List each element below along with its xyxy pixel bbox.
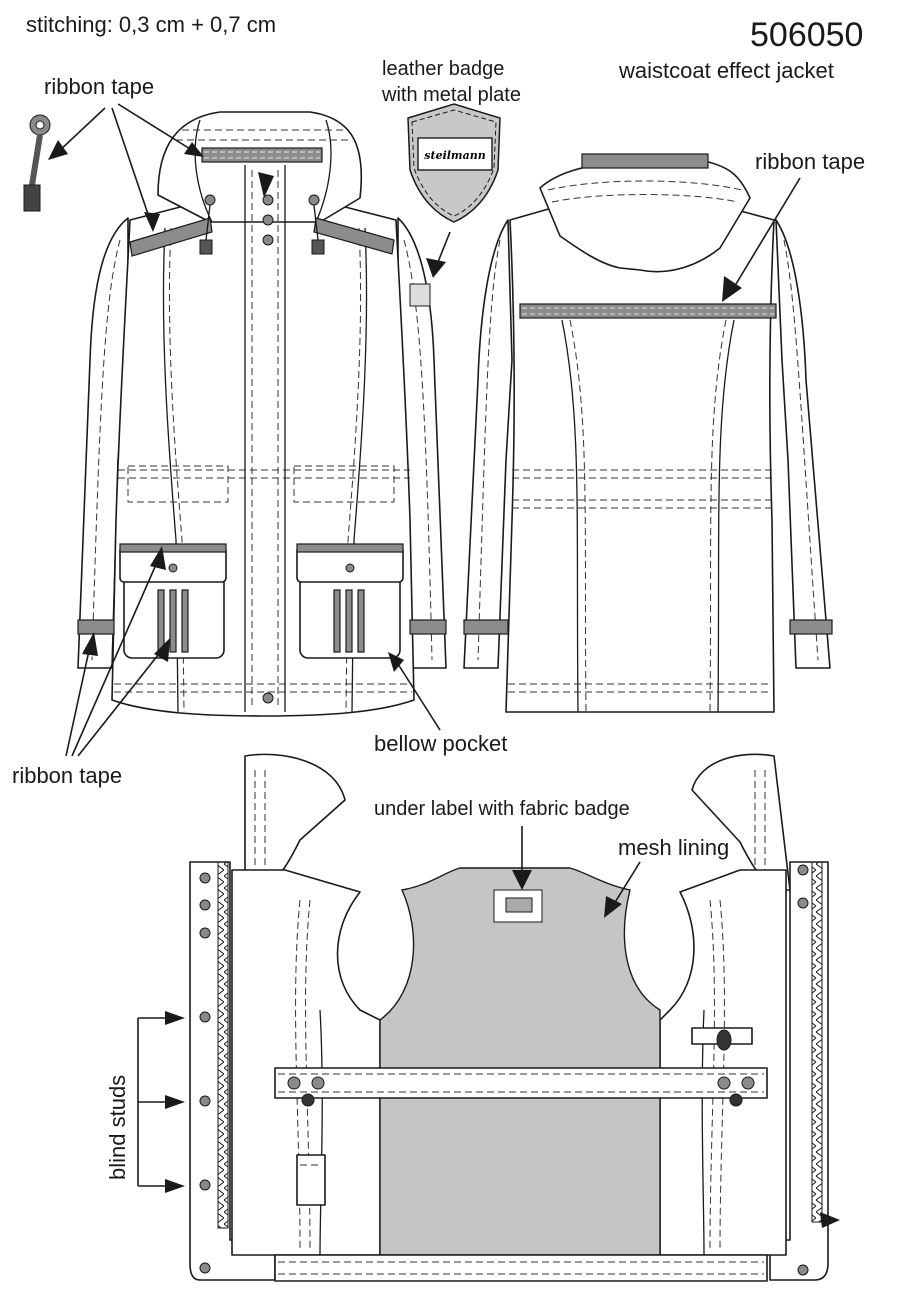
blind-stud-1: [199, 872, 211, 884]
drawcord-eyelet-left: [204, 194, 216, 206]
front-stud-2: [262, 214, 274, 226]
zip-left: [217, 861, 229, 1229]
label-ribbon-tape-bottom: ribbon tape: [12, 763, 123, 788]
front-hood-ribbon-tape: [201, 147, 323, 163]
inside-right-panel: [659, 869, 787, 1256]
fabric-badge: [505, 897, 533, 913]
back-right-sleeve: [775, 219, 831, 669]
bellow-pocket-right: [296, 543, 404, 659]
right-stud-2: [797, 897, 809, 909]
label-ribbon-tape-back: ribbon tape: [755, 149, 866, 174]
back-body: [505, 199, 775, 713]
zip-right: [811, 861, 823, 1223]
bellow-pocket-left: [119, 543, 227, 659]
back-hood-ribbon-tape: [581, 153, 709, 169]
blind-stud-4: [199, 1011, 211, 1023]
label-mesh-lining: mesh lining: [618, 835, 730, 860]
label-bellow-pocket: bellow pocket: [374, 731, 508, 756]
front-right-shoulder-tape: [313, 217, 395, 255]
model-number: 506050: [750, 16, 864, 54]
blind-stud-7: [199, 1262, 211, 1274]
blind-stud-3: [199, 927, 211, 939]
cord-stopper-right: [311, 239, 325, 255]
inside-view: [137, 753, 840, 1282]
cord-pendant-icon: [23, 114, 51, 212]
front-view: [77, 111, 447, 717]
drawcord-eyelet-right: [308, 194, 320, 206]
model-name: waistcoat effect jacket: [619, 58, 834, 83]
mesh-lining-panel: [379, 867, 661, 1256]
back-left-cuff-tape: [463, 619, 509, 635]
leather-badge-icon: steilmann: [407, 103, 501, 223]
sleeve-badge: [409, 283, 431, 307]
arrows: [48, 103, 801, 918]
label-leather-badge-line1: leather badge: [382, 58, 505, 80]
front-right-cuff-tape: [409, 619, 447, 635]
badge-plate: [417, 137, 493, 171]
cord-stopper-left: [199, 239, 213, 255]
inside-waist-band: [274, 1067, 768, 1099]
blind-stud-6: [199, 1179, 211, 1191]
label-leather-badge-line2: with metal plate: [382, 84, 521, 106]
blind-stud-5: [199, 1095, 211, 1107]
back-view: [463, 153, 833, 713]
stitching-note: stitching: 0,3 cm + 0,7 cm: [26, 12, 277, 37]
back-left-sleeve: [463, 219, 513, 669]
right-stud-3: [797, 1264, 809, 1276]
front-stud-bottom: [262, 692, 274, 704]
front-stud-1: [262, 194, 274, 206]
blind-stud-2: [199, 899, 211, 911]
badge-text: steilmann: [424, 149, 485, 162]
label-ribbon-tape-top: ribbon tape: [44, 74, 155, 99]
inside-hem-band: [274, 1254, 768, 1282]
label-under-label: under label with fabric badge: [374, 798, 630, 820]
front-stud-3: [262, 234, 274, 246]
inner-pocket: [296, 1154, 326, 1206]
back-yoke-ribbon-tape: [519, 303, 777, 319]
right-stud-1: [797, 864, 809, 876]
inside-left-panel: [231, 869, 381, 1256]
front-left-shoulder-tape: [129, 217, 213, 257]
front-left-sleeve: [77, 217, 129, 669]
back-right-cuff-tape: [789, 619, 833, 635]
front-left-cuff-tape: [77, 619, 115, 635]
